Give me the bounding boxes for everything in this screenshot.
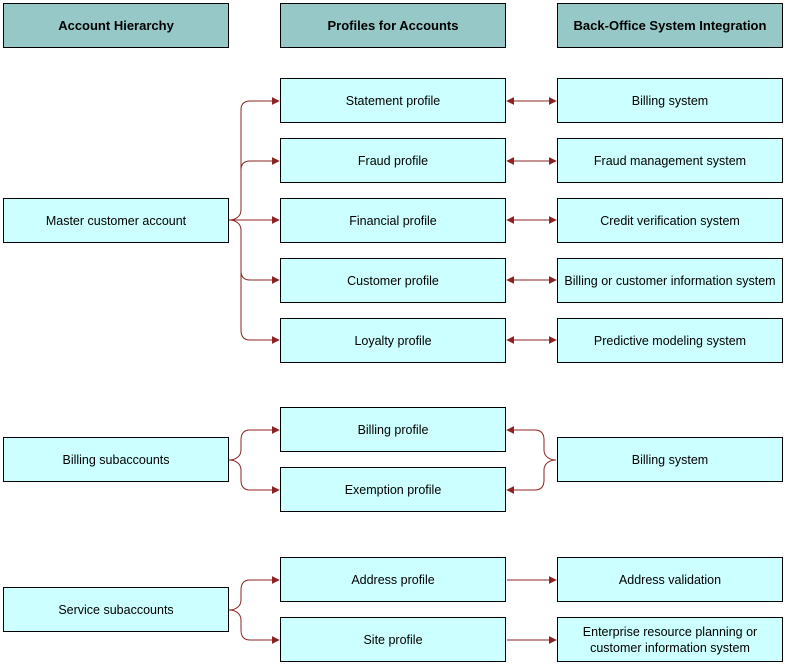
billing-customer-info-system-node: Billing or customer information system [557,258,783,303]
fraud-profile-node: Fraud profile [280,138,506,183]
credit-verification-system-node: Credit verification system [557,198,783,243]
header-back-office-integration: Back-Office System Integration [557,3,783,48]
master-customer-account-node: Master customer account [3,198,229,243]
header-backoffice-label: Back-Office System Integration [573,17,767,33]
billing-system-node-2: Billing system [557,437,783,482]
billing-subaccounts-node: Billing subaccounts [3,437,229,482]
header-profiles-label: Profiles for Accounts [327,17,459,33]
erp-system-node: Enterprise resource planning or customer… [557,617,783,662]
address-profile-label: Address profile [351,572,435,587]
financial-profile-label: Financial profile [349,213,437,228]
address-validation-label: Address validation [618,572,722,587]
exemption-profile-label: Exemption profile [344,482,442,497]
financial-profile-node: Financial profile [280,198,506,243]
fraud-management-system-node: Fraud management system [557,138,783,183]
billing-profile-node: Billing profile [280,407,506,452]
connector-master-to-customer [228,219,280,344]
erp-system-label: Enterprise resource planning or customer… [582,624,758,655]
connector-billingsub-to-exemption [228,459,280,494]
connector-master-to-statement [228,97,280,221]
predictive-modeling-system-label: Predictive modeling system [593,333,747,348]
loyalty-profile-node: Loyalty profile [280,318,506,363]
site-profile-label: Site profile [363,632,423,647]
exemption-profile-node: Exemption profile [280,467,506,512]
credit-verification-system-label: Credit verification system [600,213,740,228]
connector-servicesub-to-address [228,576,280,611]
connector-servicesub-to-site [228,609,280,644]
address-validation-node: Address validation [557,557,783,602]
service-subaccounts-node: Service subaccounts [3,587,229,632]
billing-profile-label: Billing profile [357,422,429,437]
connector-billingsys-to-billing [506,426,557,461]
address-profile-node: Address profile [280,557,506,602]
fraud-profile-label: Fraud profile [357,153,429,168]
header-profiles-for-accounts: Profiles for Accounts [280,3,506,48]
header-account-hierarchy: Account Hierarchy [3,3,229,48]
fraud-management-system-label: Fraud management system [593,153,747,168]
billing-system-label-1: Billing system [631,93,709,108]
predictive-modeling-system-node: Predictive modeling system [557,318,783,363]
connector-master-to-customer-branch [240,270,280,284]
billing-system-node-1: Billing system [557,78,783,123]
customer-profile-node: Customer profile [280,258,506,303]
billing-system-label-2: Billing system [631,452,709,467]
connector-master-to-fraud [240,157,280,171]
statement-profile-label: Statement profile [345,93,441,108]
loyalty-profile-label: Loyalty profile [354,333,432,348]
service-subaccounts-label: Service subaccounts [58,602,174,617]
master-customer-account-label: Master customer account [45,213,187,228]
customer-profile-label: Customer profile [347,273,439,288]
statement-profile-node: Statement profile [280,78,506,123]
site-profile-node: Site profile [280,617,506,662]
connector-billingsys-to-exemption [506,459,557,494]
billing-customer-info-system-label: Billing or customer information system [564,273,776,288]
connector-billingsub-to-billing [228,426,280,461]
header-account-hierarchy-label: Account Hierarchy [58,17,174,33]
billing-subaccounts-label: Billing subaccounts [62,452,170,467]
